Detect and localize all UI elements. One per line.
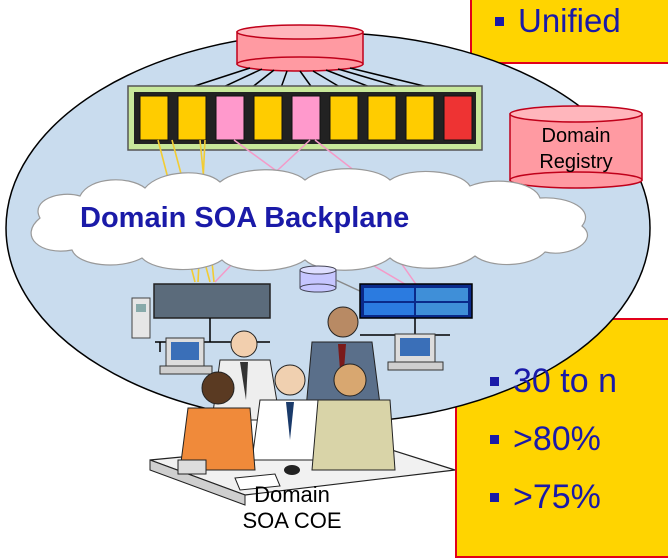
coe-line2: SOA COE [242, 508, 342, 533]
bottom-bullet-2-text: >80% [513, 420, 601, 458]
soa-diagram [5, 24, 651, 506]
service-box [139, 95, 169, 141]
service-box [329, 95, 359, 141]
service-box [367, 95, 397, 141]
bottom-bullet-2: >80% [490, 420, 601, 459]
registry-line2: Registry [539, 151, 613, 173]
bullet-square-icon [490, 377, 499, 386]
service-box [405, 95, 435, 141]
bottom-bullet-1: 30 to n [490, 362, 617, 401]
computer-left-icon [131, 297, 213, 375]
coe-line1: Domain [254, 482, 330, 507]
central-database-icon [236, 24, 364, 72]
coe-label: Domain SOA COE [222, 482, 362, 534]
registry-label: Domain Registry [510, 123, 642, 175]
service-box [253, 95, 283, 141]
blue-server-box [359, 283, 473, 319]
top-bullet: Unified [495, 2, 621, 40]
bottom-bullet-3-text: >75% [513, 478, 601, 516]
top-bullet-text: Unified [518, 2, 621, 39]
backplane-label: Domain SOA Backplane [80, 202, 410, 234]
top-callout-box [470, 0, 668, 64]
bullet-square-icon [490, 435, 499, 444]
people-meeting-illustration [149, 306, 456, 506]
gray-server-box [153, 283, 271, 319]
backplane-cloud [30, 168, 589, 272]
service-boxes [139, 95, 473, 141]
domain-registry-database-icon [509, 105, 643, 189]
registry-line1: Domain [541, 125, 611, 147]
computer-right-icon [387, 333, 444, 371]
service-box [443, 95, 473, 141]
small-database-icon [299, 265, 337, 293]
bottom-bullet-1-text: 30 to n [513, 362, 617, 400]
bullet-square-icon [490, 493, 499, 502]
service-box [291, 95, 321, 141]
bullet-square-icon [495, 16, 504, 26]
service-box [215, 95, 245, 141]
bottom-bullet-3: >75% [490, 478, 601, 517]
service-box [177, 95, 207, 141]
